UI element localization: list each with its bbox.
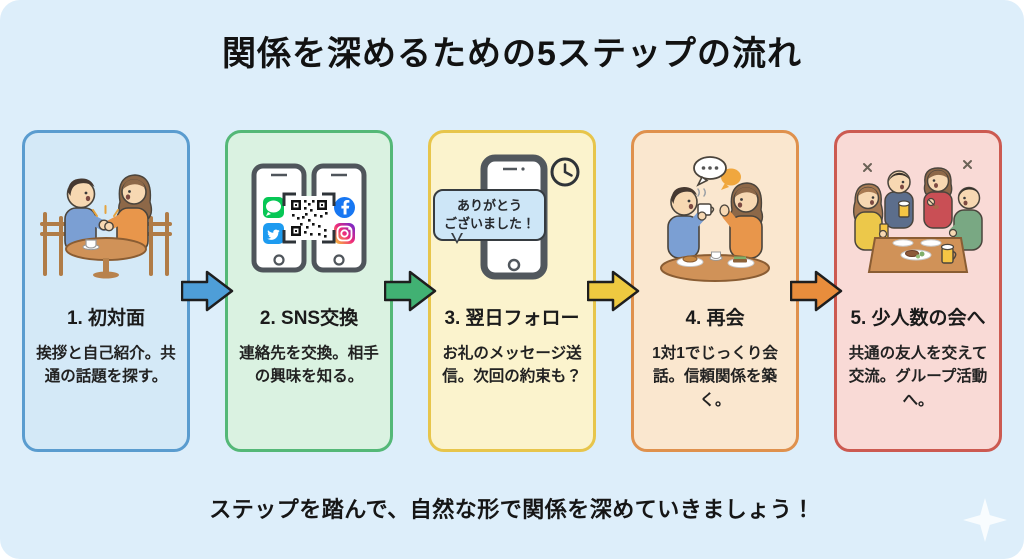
arrow-step1-to-step2: [181, 270, 234, 312]
two-people-meal-illustration: [660, 156, 770, 282]
page-title: 関係を深めるための5ステップの流れ: [222, 35, 802, 73]
step-card-first-meeting: 1. 初対面 挨拶と自己紹介。共通の話題を探す。: [22, 130, 190, 452]
step1-illustration-area: [25, 139, 187, 295]
phones-sns-qr-illustration: [251, 163, 367, 273]
step4-description: 1対1でじっくり会話。信頼関係を築く。: [652, 345, 778, 409]
right-arrow-icon: [790, 270, 843, 312]
steps-row: 1. 初対面 挨拶と自己紹介。共通の話題を探す。: [0, 130, 1024, 452]
step2-label: 2. SNS交換: [259, 308, 359, 329]
step4-label: 4. 再会: [685, 308, 745, 329]
chairs: [40, 212, 172, 276]
step1-label: 1. 初対面: [66, 308, 146, 329]
step5-label: 5. 少人数の会へ: [850, 308, 986, 329]
table: [65, 237, 147, 261]
bubble-line-1: ありがとう: [457, 198, 523, 213]
table-with-food-and-beer: [867, 237, 969, 273]
bubble-line-2: ございました！: [444, 216, 536, 232]
footer-note: ステップを踏んで、自然な形で関係を深めていきましょう！: [209, 497, 815, 522]
handshake-hands: [98, 219, 114, 232]
step-card-next-day-follow: ありがとう ございました！ 3. 翌日フォロー お礼のメッセージ送信。次回の約束…: [428, 130, 596, 452]
woman-figure: [719, 182, 764, 259]
table-with-food: [660, 251, 770, 282]
right-arrow-icon: [384, 270, 437, 312]
speech-bubbles: [693, 156, 741, 190]
step1-description: 挨拶と自己紹介。共通の話題を探す。: [36, 345, 176, 386]
sparkle-lines: [92, 205, 119, 217]
step2-illustration-area: [228, 139, 390, 295]
step5-description: 共通の友人を交えて交流。グループ活動へ。: [848, 345, 988, 409]
step-card-small-group: 5. 少人数の会へ 共通の友人を交えて交流。グループ活動へ。: [834, 130, 1002, 452]
right-phone: [311, 163, 367, 273]
line-icon: [263, 197, 284, 218]
handshake-cafe-illustration: [40, 174, 172, 279]
sparkle-marks: [863, 160, 972, 172]
group-dinner-illustration: [852, 160, 983, 273]
man-figure: [64, 178, 109, 253]
step3-label: 3. 翌日フォロー: [444, 308, 580, 329]
step5-illustration-area: [837, 139, 999, 295]
right-arrow-icon: [587, 270, 640, 312]
step4-illustration-area: [634, 139, 796, 295]
step-card-sns-exchange: 2. SNS交換 連絡先を交換。相手の興味を知る。: [225, 130, 393, 452]
thank-you-message-bubble: ありがとう ございました！: [433, 189, 547, 245]
woman-red-figure: [923, 167, 953, 229]
clock-icon: [550, 157, 580, 187]
coffee-cup: [82, 239, 100, 251]
twitter-icon: [263, 223, 284, 244]
man-navy-figure: [884, 170, 914, 229]
arrow-step4-to-step5: [790, 270, 843, 312]
step3-illustration-area: ありがとう ございました！: [431, 139, 593, 295]
step2-description: 連絡先を交換。相手の興味を知る。: [239, 345, 379, 386]
arrow-step3-to-step4: [587, 270, 640, 312]
step3-description: お礼のメッセージ送信。次回の約束も？: [442, 345, 582, 386]
man-figure: [667, 187, 715, 259]
step-card-reunion: 4. 再会 1対1でじっくり会話。信頼関係を築く。: [631, 130, 799, 452]
qr-code: [282, 192, 336, 244]
instagram-icon: [334, 223, 355, 244]
facebook-icon: [334, 197, 355, 218]
arrow-step2-to-step3: [384, 270, 437, 312]
right-arrow-icon: [181, 270, 234, 312]
